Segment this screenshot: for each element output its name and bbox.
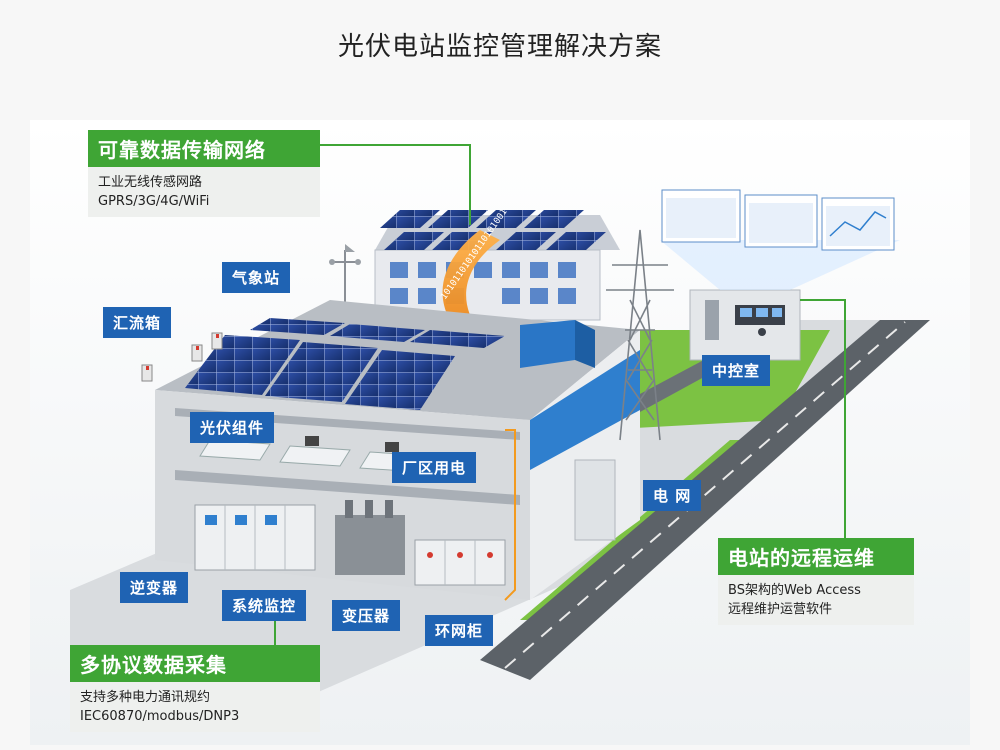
label-combiner-box: 汇流箱 xyxy=(103,307,172,338)
label-transformer: 变压器 xyxy=(332,600,401,631)
multi-protocol-line-1: 支持多种电力通讯规约 xyxy=(80,690,211,705)
remote-ops-body: BS架构的Web Access 远程维护运营软件 xyxy=(718,575,914,625)
control-room-consoles xyxy=(705,300,785,340)
multi-protocol-line-2: IEC60870/modbus/DNP3 xyxy=(80,709,240,724)
data-transfer-box: 可靠数据传输网络 工业无线传感网路 GPRS/3G/4G/WiFi xyxy=(88,130,320,217)
label-central-control: 中控室 xyxy=(702,355,771,386)
screen-projection-beam xyxy=(660,240,900,290)
road-marking xyxy=(504,321,906,669)
label-system-monitor: 系统监控 xyxy=(222,590,307,621)
remote-ops-line-2: 远程维护运营软件 xyxy=(728,602,833,617)
remote-ops-box: 电站的远程运维 BS架构的Web Access 远程维护运营软件 xyxy=(718,538,914,625)
transmission-tower xyxy=(606,229,674,441)
data-transfer-line-1: 工业无线传感网路 xyxy=(98,175,203,190)
combiner-boxes xyxy=(141,332,223,382)
label-plant-power: 厂区用电 xyxy=(392,452,477,483)
data-transfer-header: 可靠数据传输网络 xyxy=(88,130,320,167)
monitoring-screens xyxy=(661,189,895,251)
rooftop-container xyxy=(520,320,575,368)
inverter-cabinets xyxy=(194,504,316,571)
building-door xyxy=(574,459,616,541)
multi-protocol-box: 多协议数据采集 支持多种电力通讯规约 IEC60870/modbus/DNP3 xyxy=(70,645,320,732)
label-grid: 电 网 xyxy=(643,480,702,511)
transformer-unit xyxy=(335,500,405,575)
label-inverter: 逆变器 xyxy=(120,572,189,603)
power-cable xyxy=(504,429,516,601)
remote-ops-header: 电站的远程运维 xyxy=(718,538,914,575)
multi-protocol-header: 多协议数据采集 xyxy=(70,645,320,682)
label-ring-main-unit: 环网柜 xyxy=(425,615,494,646)
label-weather-station: 气象站 xyxy=(222,262,291,293)
page-title: 光伏电站监控管理解决方案 xyxy=(337,32,662,62)
multi-protocol-body: 支持多种电力通讯规约 IEC60870/modbus/DNP3 xyxy=(70,682,320,732)
middle-floor-slab xyxy=(175,470,520,505)
data-transfer-line-2: GPRS/3G/4G/WiFi xyxy=(98,194,210,209)
main-building-blue-facade xyxy=(530,350,640,470)
road-main xyxy=(480,320,930,680)
rooftop-solar-array xyxy=(185,318,505,410)
switchgear-cabinets xyxy=(414,539,506,586)
back-roof-solar-panels xyxy=(380,210,606,250)
remote-ops-line-1: BS架构的Web Access xyxy=(728,583,861,598)
data-transfer-body: 工业无线传感网路 GPRS/3G/4G/WiFi xyxy=(88,167,320,217)
label-pv-module: 光伏组件 xyxy=(190,412,275,443)
